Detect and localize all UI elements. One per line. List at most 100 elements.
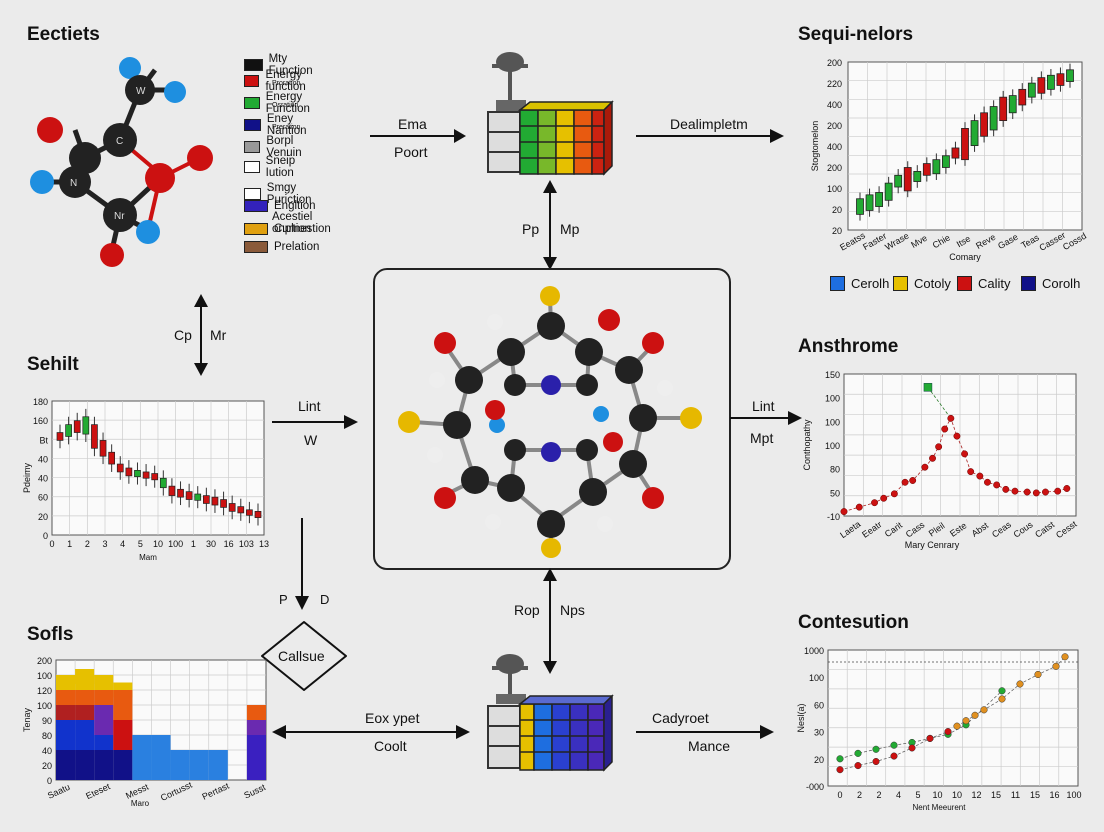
- y-tick-label: 90: [42, 716, 52, 726]
- x-tick-label: Reve: [974, 232, 997, 251]
- candle: [961, 128, 969, 161]
- heatmap-cell: [246, 705, 266, 720]
- chart-legend-item: Cotoly: [893, 276, 951, 291]
- arrow-label: Lint: [298, 398, 321, 414]
- legend-item: Eney Nantion: [244, 113, 314, 137]
- arrow-vertical-left: [194, 294, 208, 376]
- data-point: [909, 477, 917, 484]
- heatmap-cell: [56, 750, 76, 765]
- y-tick-label: 100: [809, 673, 824, 683]
- heatmap-cell: [75, 690, 95, 705]
- candle: [951, 147, 960, 159]
- candle: [99, 440, 107, 457]
- y-tick-label: -000: [806, 782, 824, 792]
- data-point: [901, 478, 909, 486]
- arrow-vertical-top: [543, 180, 557, 270]
- x-tick-label: 5: [915, 790, 920, 800]
- candle: [1047, 74, 1055, 90]
- arrow-right-mid-left: [272, 415, 358, 429]
- heatmap-cell: [170, 750, 190, 765]
- heatmap-cell: [56, 720, 76, 735]
- processor-block-bottom: [487, 654, 614, 772]
- data-point: [1063, 485, 1071, 492]
- y-tick-label: 100: [37, 671, 52, 681]
- data-point: [1032, 489, 1040, 497]
- candle: [1018, 88, 1027, 106]
- candle: [922, 163, 931, 176]
- candle: [1027, 82, 1036, 98]
- data-point: [998, 687, 1006, 695]
- mid-right-title: Ansthrome: [798, 336, 899, 357]
- svg-text:C: C: [116, 136, 123, 147]
- candle: [211, 496, 219, 506]
- y-tick-label: -10: [827, 512, 840, 522]
- arrow-down-left: [295, 518, 309, 610]
- x-axis-label: Mam: [139, 553, 157, 562]
- candle: [125, 467, 133, 477]
- heatmap-cell: [189, 750, 209, 765]
- y-tick-label: 200: [827, 58, 842, 68]
- x-tick-label: 100: [168, 539, 183, 549]
- x-tick-label: 12: [971, 790, 981, 800]
- y-tick-label: 200: [827, 163, 842, 173]
- x-axis-label: Comary: [949, 252, 981, 262]
- candle: [56, 432, 64, 441]
- x-tick-label: Gase: [996, 232, 1020, 251]
- candle: [254, 511, 262, 519]
- molecule-top-left: W C N Nr: [30, 57, 213, 267]
- candle: [82, 416, 90, 435]
- legend-subtext: Acestiel onplnestion: [272, 211, 331, 235]
- candle: [185, 491, 193, 500]
- y-tick-label: 50: [830, 488, 840, 498]
- x-tick-label: Messt: [124, 781, 150, 800]
- chart-legend-item: Cality: [957, 276, 1011, 291]
- data-point: [926, 734, 934, 742]
- x-tick-label: 0: [837, 790, 842, 800]
- y-tick-label: 60: [38, 493, 48, 503]
- data-point: [961, 450, 969, 458]
- data-point: [854, 762, 862, 770]
- arrow-label: Cadyroet: [652, 710, 709, 726]
- heatmap-cell: [75, 720, 95, 735]
- y-tick-label: 180: [33, 397, 48, 407]
- y-axis-label: Nesl(a): [796, 703, 806, 732]
- data-point: [962, 717, 970, 725]
- heatmap-cell: [151, 735, 171, 750]
- x-tick-label: 10: [153, 539, 163, 549]
- data-point: [872, 757, 880, 766]
- data-point: [953, 432, 961, 440]
- data-point: [980, 706, 988, 714]
- heatmap-cell: [246, 750, 266, 765]
- x-tick-label: 2: [85, 539, 90, 549]
- candle: [116, 463, 124, 473]
- x-tick-label: Cortusst: [159, 779, 194, 802]
- diamond-label: Callsue: [278, 648, 325, 664]
- arrow-right-bottom-right: [636, 725, 774, 739]
- y-tick-label: 40: [38, 474, 48, 484]
- x-tick-label: Eeatr: [860, 519, 883, 540]
- data-point: [1002, 485, 1010, 493]
- heatmap-cell: [132, 750, 152, 765]
- heatmap-cell: [189, 765, 209, 780]
- arrow-label: Lint: [752, 398, 775, 414]
- legend-subtext: Proration: [272, 80, 301, 87]
- data-point: [855, 503, 863, 511]
- x-tick-label: Itse: [955, 233, 973, 249]
- data-point: [1054, 487, 1062, 495]
- x-tick-label: 3: [102, 539, 107, 549]
- x-tick-label: Faster: [861, 231, 888, 252]
- decision-diamond: [261, 621, 347, 691]
- x-tick-label: 30: [206, 539, 216, 549]
- y-tick-label: 80: [42, 731, 52, 741]
- legend-item: Engltion: [244, 200, 316, 212]
- heatmap-cell: [113, 735, 133, 750]
- data-point: [854, 749, 862, 757]
- arrow-label: Poort: [394, 144, 428, 160]
- mid-left-title: Sehilt: [27, 354, 79, 375]
- data-point: [976, 472, 984, 480]
- data-point: [890, 490, 898, 498]
- heatmap-cell: [94, 690, 114, 705]
- x-tick-label: 4: [120, 539, 125, 549]
